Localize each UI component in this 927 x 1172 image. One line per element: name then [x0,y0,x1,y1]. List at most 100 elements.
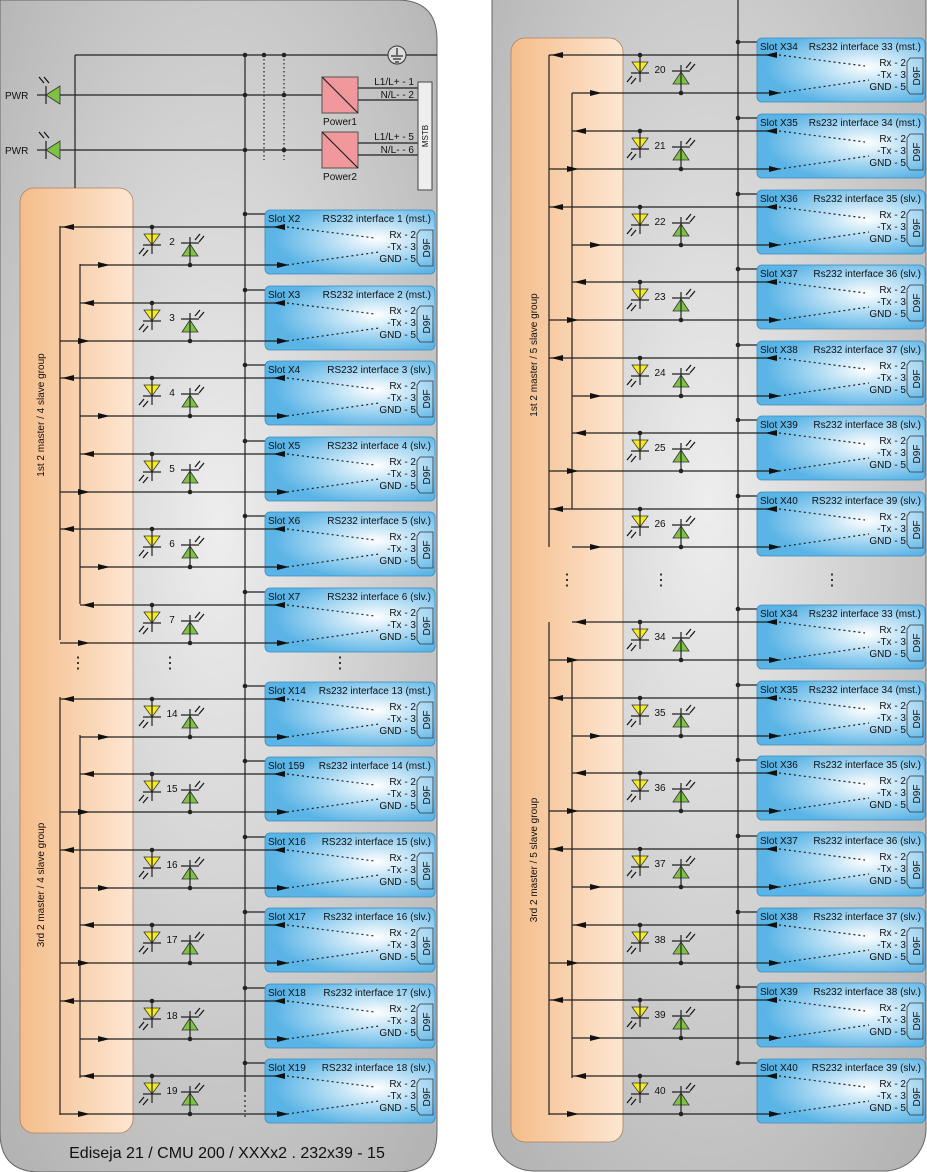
pin-gnd: GND - 5 [869,1027,906,1038]
tx-internal [778,382,870,397]
arrow-right-icon [277,413,289,419]
arrow-left-icon [765,355,777,361]
arrow-right-icon [769,884,781,890]
arrow-right-icon [567,1111,579,1117]
connector-label: D9F [422,390,433,409]
arrow-right-icon [78,640,90,646]
pin-gnd: GND - 5 [869,876,906,887]
arrow-left-icon [765,695,777,701]
arrow-left-icon [765,922,777,928]
arrow-right-icon [98,413,110,419]
d9f-connector-icon [416,305,434,343]
power-pin-label: N/L- - 2 [381,90,415,101]
power-label: Power2 [323,172,357,183]
junction-dot [242,147,248,153]
interface-label: Rs232 interface 36 (slv.) [813,836,921,847]
connector-label: D9F [912,634,923,653]
light-emission-icon [194,780,205,790]
d9f-connector-icon [906,435,924,473]
tx-internal [778,457,870,472]
rs232-slot-box [756,831,926,897]
led-number: 3 [169,313,175,324]
arrow-left-icon [574,1073,586,1079]
slot-label: Slot X2 [268,214,301,225]
pin-gnd: GND - 5 [379,632,416,643]
d9f-connector-icon [416,531,434,569]
slot-label: Slot X5 [268,441,301,452]
interface-label: RS232 interface 3 (slv.) [327,365,431,376]
d9f-connector-icon [906,360,924,398]
arrow-left-icon [82,300,94,306]
d9f-connector-icon [906,700,924,738]
slot-label: Slot X40 [760,496,798,507]
slot-label: Slot X37 [760,836,798,847]
rs232-slot-box [756,113,926,179]
arrow-right-icon [277,885,289,891]
pin-gnd: GND - 5 [869,800,906,811]
light-emission-icon [194,309,205,319]
ellipsis: ⋮ [70,655,86,672]
connector-label: D9F [912,1012,923,1031]
power-pin-label: L1/L+ - 5 [374,132,414,143]
arrow-right-icon [590,393,602,399]
light-emission-icon [685,288,696,298]
connector-label: D9F [422,786,433,805]
pin-rx: Rx - 2 [389,702,416,713]
slot-label: Slot X35 [760,118,798,129]
light-emission-icon [138,870,149,880]
pin-gnd: GND - 5 [869,385,906,396]
interface-label: Rs232 interface 38 (slv.) [813,987,921,998]
light-emission-icon [138,1021,149,1031]
arrow-right-icon [98,1036,110,1042]
led-number: 39 [654,1010,666,1021]
arrow-right-icon [277,960,289,966]
light-emission-icon [38,76,50,84]
arrow-left-icon [765,770,777,776]
arrow-left-icon [551,695,563,701]
arrow-right-icon [590,544,602,550]
arrow-right-icon [567,808,579,814]
led-number: 26 [654,519,666,530]
pin-tx: -Tx - 3 [387,620,416,631]
arrow-right-icon [590,884,602,890]
rs232-slot-box [264,587,436,653]
interface-label: Rs232 interface 38 (slv.) [813,420,921,431]
d9f-connector-icon [906,927,924,965]
tx-internal [778,1024,870,1039]
arrow-right-icon [567,468,579,474]
interface-label: Rs232 interface 34 (mst.) [809,118,921,129]
pin-gnd: GND - 5 [869,82,906,93]
interface-label: RS232 interface 1 (mst.) [323,214,431,225]
interface-label: RS232 interface 18 (slv.) [322,1063,431,1074]
arrow-left-icon [82,451,94,457]
arrow-left-icon [765,128,777,134]
junction-dot [242,92,248,98]
rs232-slot-box [756,907,926,973]
slot-label: Slot X35 [760,685,798,696]
pin-gnd: GND - 5 [379,254,416,265]
slot-label: Slot X36 [760,194,798,205]
arrow-right-icon [78,960,90,966]
led-number: 38 [654,935,666,946]
right-group-2-label: 3rd 2 master / 5 slave group [529,797,540,922]
arrow-right-icon [567,657,579,663]
arrow-left-icon [551,997,563,1003]
arrow-left-icon [273,1073,285,1079]
pin-tx: -Tx - 3 [877,373,906,384]
light-emission-icon [138,945,149,955]
pin-gnd: GND - 5 [869,536,906,547]
arrow-left-icon [82,922,94,928]
led-number: 21 [654,141,666,152]
rs232-slot-box [264,756,436,822]
light-emission-icon [38,131,50,139]
arrow-left-icon [82,602,94,608]
connector-label: D9F [422,239,433,258]
d9f-connector-icon [416,607,434,645]
